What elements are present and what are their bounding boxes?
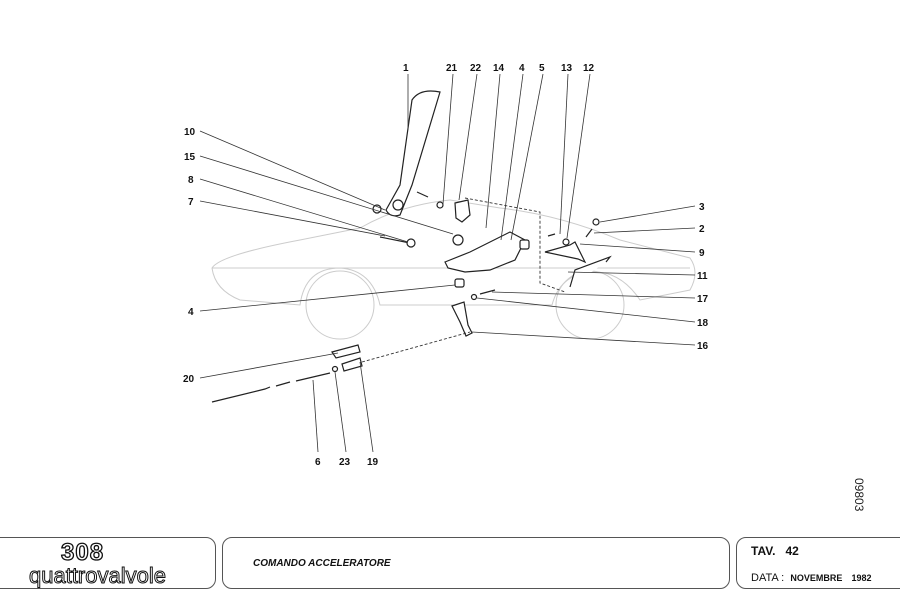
callout-8: 8 — [188, 175, 194, 186]
rod-part-11 — [569, 255, 612, 288]
fork-part-19 — [341, 357, 363, 372]
callout-10: 10 — [184, 127, 196, 138]
callout-3: 3 — [699, 202, 705, 213]
exploded-parts-diagram: 1 21 22 14 4 5 13 12 10 15 8 7 4 20 3 2 … — [183, 63, 709, 468]
callouts: 1 21 22 14 4 5 13 12 10 15 8 7 4 20 3 2 … — [183, 63, 709, 468]
callout-13: 13 — [561, 63, 573, 74]
callout-14: 14 — [493, 63, 505, 74]
bracket-part-14 — [454, 199, 471, 223]
bushing-part-4 — [454, 278, 465, 288]
bushing-part-4b — [519, 239, 530, 250]
callout-21: 21 — [446, 63, 458, 74]
callout-19: 19 — [367, 457, 379, 468]
plate-number: TAV. 42 — [751, 544, 799, 558]
date-year: 1982 — [851, 573, 872, 583]
callout-4-top: 4 — [519, 63, 525, 74]
nut-part-3 — [592, 218, 600, 226]
bolt-part-17 — [479, 289, 496, 295]
callout-9: 9 — [699, 248, 705, 259]
pin-part-2 — [585, 228, 593, 238]
date-label: DATA : — [751, 572, 785, 584]
callout-6: 6 — [315, 457, 321, 468]
callout-20: 20 — [183, 374, 195, 385]
lever-assembly-part-5 — [444, 231, 526, 273]
callout-17: 17 — [697, 294, 709, 305]
washer-part-12 — [562, 238, 570, 246]
callout-22: 22 — [470, 63, 482, 74]
logo-number: 308 — [60, 538, 105, 566]
logo-box: 308 quattrovalvole — [0, 537, 216, 589]
accelerator-pedal — [385, 90, 441, 217]
drawing-code: 09803 — [852, 478, 866, 512]
callout-18: 18 — [697, 318, 709, 329]
title-box: COMANDO ACCELERATORE — [222, 537, 730, 589]
logo-text: quattrovalvole — [29, 563, 167, 589]
pin-part-13 — [547, 233, 556, 237]
bolt-part-7 — [379, 236, 411, 244]
tav-label: TAV. — [751, 544, 776, 558]
nut-part-23 — [331, 365, 339, 373]
callout-2: 2 — [699, 224, 705, 235]
washer-part-8 — [406, 238, 416, 248]
assembly-line — [464, 197, 566, 293]
tav-number: 42 — [785, 544, 799, 558]
clip-part-20 — [331, 344, 361, 359]
drawing-title: COMANDO ACCELERATORE — [253, 558, 391, 569]
leader-lines — [199, 73, 696, 453]
callout-23: 23 — [339, 457, 351, 468]
link-part-16 — [451, 301, 473, 337]
callout-4-left: 4 — [188, 307, 194, 318]
callout-1: 1 — [403, 63, 409, 74]
callout-15: 15 — [184, 152, 196, 163]
cable-part-6 — [211, 372, 331, 403]
date-month: NOVEMBRE — [790, 573, 843, 583]
callout-12: 12 — [583, 63, 595, 74]
callout-16: 16 — [697, 341, 709, 352]
assembly-line-cable — [361, 331, 471, 363]
callout-5: 5 — [539, 63, 545, 74]
nut-part-18 — [470, 293, 478, 301]
nut-part-22 — [436, 201, 444, 209]
lever-part-9 — [544, 241, 587, 264]
callout-7: 7 — [188, 197, 194, 208]
callout-11: 11 — [697, 271, 708, 282]
washer-part-15 — [452, 234, 464, 246]
info-box: TAV. 42 DATA : NOVEMBRE 1982 — [736, 537, 900, 589]
date-line: DATA : NOVEMBRE 1982 — [751, 572, 872, 584]
bolt-part-21 — [416, 191, 429, 198]
